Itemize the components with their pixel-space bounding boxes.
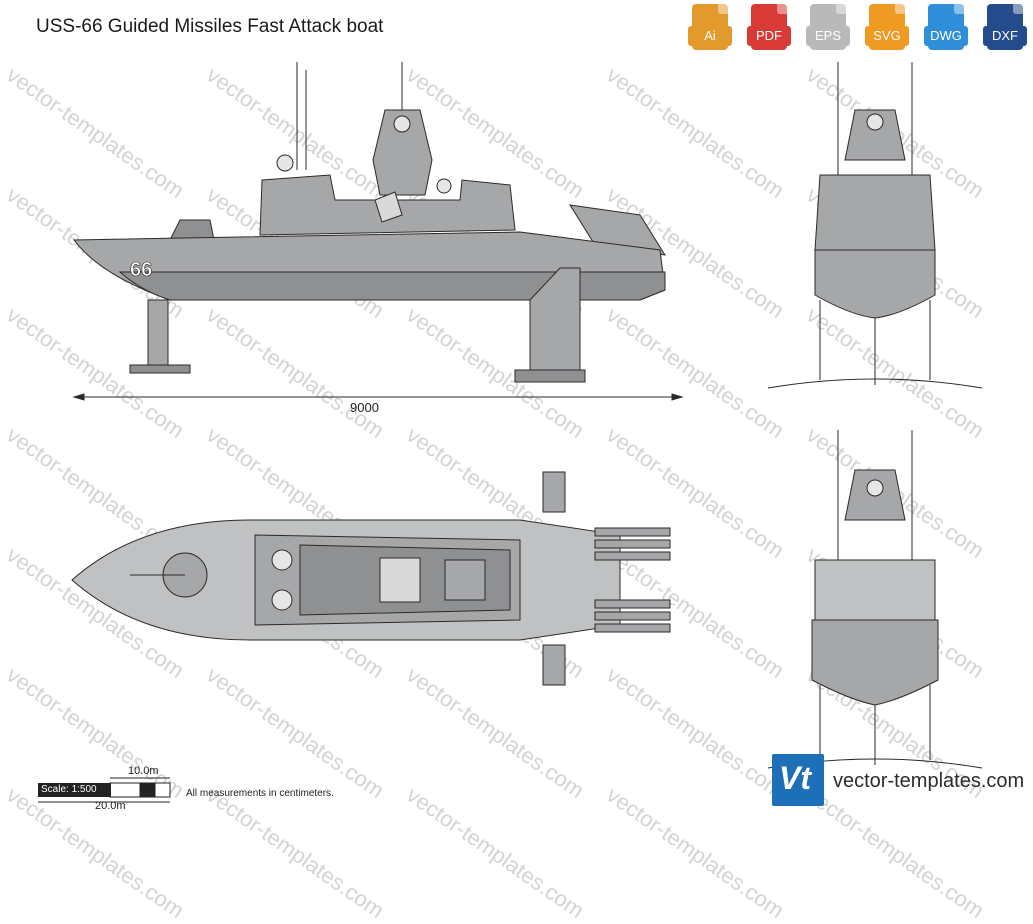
top-radar-left-2 — [271, 589, 293, 611]
scale-bar — [38, 777, 171, 803]
format-badge-label: PDF — [747, 26, 791, 46]
page-title: USS-66 Guided Missiles Fast Attack boat — [36, 16, 384, 37]
side-radar-dome-left — [276, 154, 294, 172]
side-view — [72, 62, 684, 401]
blueprint-drawing: 66 9000 — [38, 62, 983, 803]
front-foil — [767, 378, 983, 389]
side-tower-dome — [393, 115, 411, 133]
side-front-foil — [147, 299, 169, 366]
format-badge-eps[interactable]: EPS — [806, 4, 850, 50]
top-missile-tubes — [594, 527, 671, 633]
scale-bottom-label: 20.0m — [95, 800, 126, 812]
format-badge-dxf[interactable]: DXF — [983, 4, 1027, 50]
rear-view — [767, 430, 983, 769]
side-exhaust — [374, 191, 403, 223]
side-front-foil-base — [129, 364, 191, 374]
brand-name: vector-templates.com — [833, 770, 1025, 792]
format-badge-dwg[interactable]: DWG — [924, 4, 968, 50]
rear-hull — [811, 619, 939, 706]
side-hull-lower — [118, 271, 666, 301]
dimension-arrow-left — [72, 393, 85, 401]
side-rear-foil-base — [514, 369, 586, 383]
rear-missile-cluster — [814, 559, 936, 621]
front-tower — [844, 109, 906, 161]
format-badge-label: SVG — [865, 26, 909, 46]
top-tower — [379, 557, 421, 603]
top-cannon — [444, 559, 486, 601]
length-dimension-label: 9000 — [350, 400, 379, 415]
brand-logo: Vt — [772, 754, 824, 806]
front-view — [767, 62, 983, 389]
scale-top-label: 10.0m — [128, 765, 159, 777]
top-view — [71, 471, 671, 686]
format-badge-label: DXF — [983, 26, 1027, 46]
scale-label: Scale: 1:500 — [38, 783, 111, 797]
front-hull — [814, 249, 936, 319]
format-badge-label: DWG — [924, 26, 968, 46]
hull-number: 66 — [130, 259, 152, 281]
format-badge-pdf[interactable]: PDF — [747, 4, 791, 50]
measurement-note: All measurements in centimeters. — [186, 788, 334, 799]
side-radar-dome-right — [436, 178, 452, 194]
top-foil-lower — [542, 644, 566, 686]
side-tower — [372, 109, 433, 196]
front-superstructure — [814, 174, 936, 251]
top-foil-upper — [542, 471, 566, 513]
format-badge-svg[interactable]: SVG — [865, 4, 909, 50]
top-radar-left-1 — [271, 549, 293, 571]
format-badge-ai[interactable]: Ai — [688, 4, 732, 50]
format-badge-label: EPS — [806, 26, 850, 46]
format-badge-label: Ai — [688, 26, 732, 46]
dimension-arrow-right — [671, 393, 684, 401]
